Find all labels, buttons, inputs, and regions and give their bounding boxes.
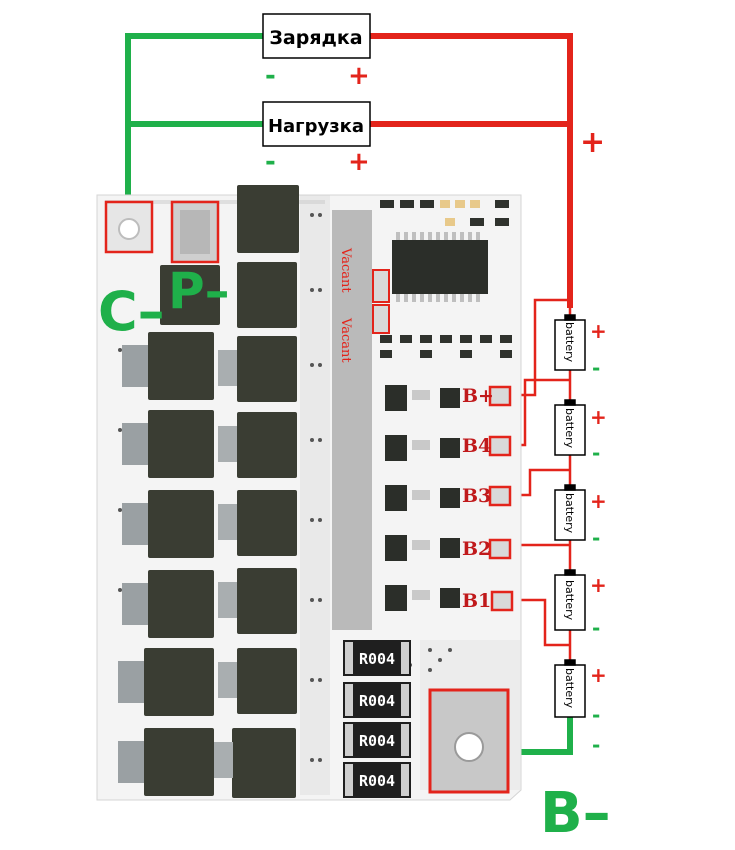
battery-label-2: battery	[563, 408, 576, 449]
battery-label-5: battery	[563, 668, 576, 709]
b3-label: B3	[462, 485, 491, 507]
load-plus-mark: +	[348, 147, 370, 177]
load-label-box	[262, 101, 371, 147]
vacant-label-1: Vacant	[338, 247, 353, 293]
balance-chips	[385, 385, 460, 611]
smd-components	[380, 200, 512, 358]
charge-minus-mark: -	[265, 61, 276, 91]
negative-wires	[125, 33, 573, 755]
mosfet-tabs-left	[118, 345, 148, 783]
bat3-minus: -	[592, 526, 600, 550]
charge-label-box	[262, 13, 371, 59]
bat2-plus: +	[590, 405, 607, 429]
mosfet-tabs-right	[214, 350, 237, 778]
mosfets-right	[232, 185, 299, 798]
resistor-label-3: R004	[359, 732, 395, 750]
via-dots	[118, 213, 452, 762]
battery-label-1: battery	[563, 322, 576, 363]
c-minus-label: C–	[98, 280, 165, 343]
b-minus-label: B–	[540, 781, 611, 846]
resistor-label-4: R004	[359, 772, 395, 790]
vacant-pads	[372, 269, 390, 334]
battery-label-3: battery	[563, 493, 576, 534]
b-minus-pad	[428, 688, 510, 794]
bat5-minus: -	[592, 703, 600, 727]
balance-resistors	[412, 390, 430, 600]
load-label: Нагрузка	[268, 116, 364, 137]
pack-plus-mark: +	[580, 125, 605, 160]
battery-cells	[554, 314, 586, 718]
p-minus-pad	[170, 200, 220, 264]
bat1-minus: -	[592, 356, 600, 380]
control-ic	[392, 232, 488, 302]
b4-label: B4	[462, 435, 491, 457]
charge-label: Зарядка	[269, 27, 362, 49]
bat2-minus: -	[592, 441, 600, 465]
bat1-plus: +	[590, 319, 607, 343]
bat4-minus: -	[592, 616, 600, 640]
balance-pads	[488, 385, 514, 612]
bat4-plus: +	[590, 573, 607, 597]
shunt-resistors	[343, 640, 411, 798]
bminus-minus-mark: -	[592, 733, 600, 757]
b1-label: B1	[462, 590, 491, 612]
bplus-label: B+	[462, 385, 494, 407]
vacant-label-2: Vacant	[338, 317, 353, 363]
bat3-plus: +	[590, 489, 607, 513]
bat5-plus: +	[590, 663, 607, 687]
positive-wires	[367, 33, 573, 308]
load-minus-mark: -	[265, 147, 276, 177]
c-minus-pad	[104, 200, 154, 254]
charge-plus-mark: +	[348, 61, 370, 91]
b2-label: B2	[462, 538, 491, 560]
resistor-label-1: R004	[359, 650, 395, 668]
mosfets-left	[144, 265, 220, 796]
resistor-label-2: R004	[359, 692, 395, 710]
capacitors	[440, 200, 480, 226]
battery-label-4: battery	[563, 580, 576, 621]
p-minus-label: P–	[168, 262, 230, 320]
